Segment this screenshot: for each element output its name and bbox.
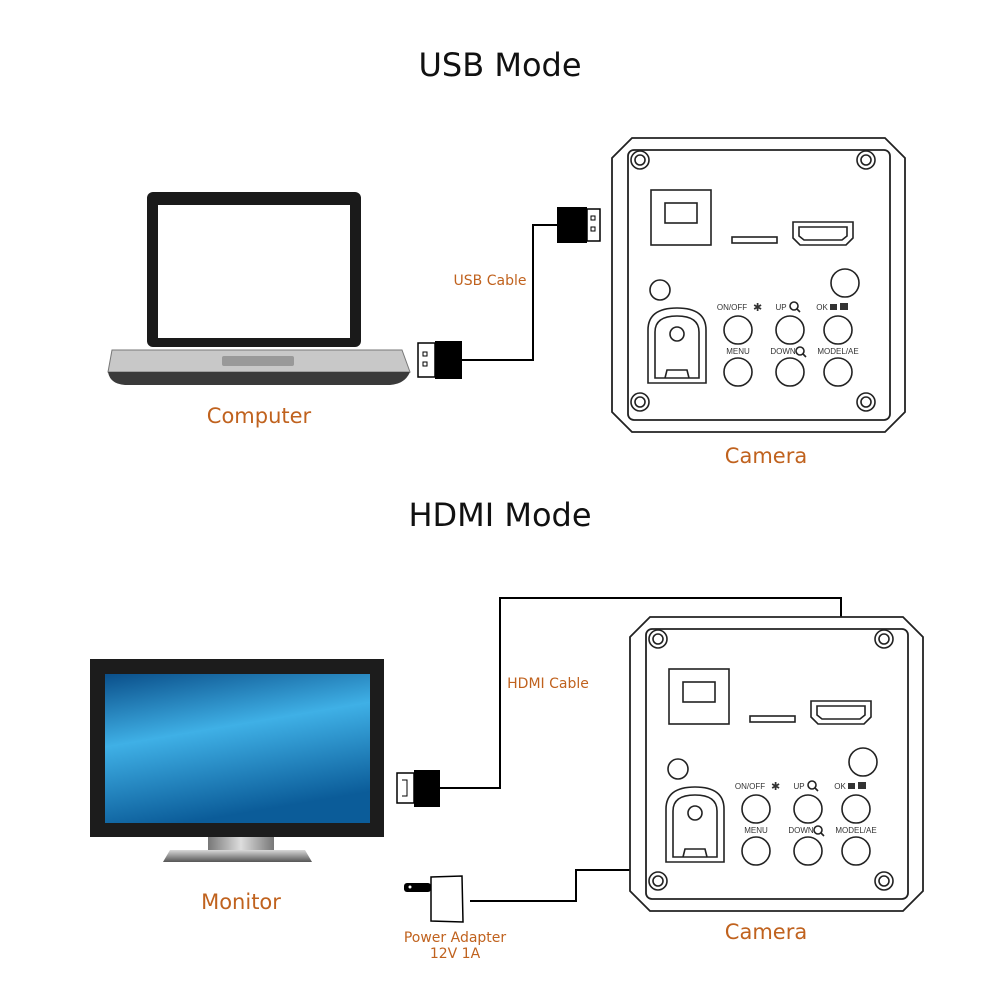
laptop-screen bbox=[158, 205, 350, 338]
screw-icon bbox=[648, 629, 668, 649]
brightness-icon: ✱ bbox=[771, 781, 780, 793]
power-adapter bbox=[404, 869, 630, 923]
power-adapter-spec: 12V 1A bbox=[430, 946, 481, 962]
photo-video-icon bbox=[848, 782, 866, 789]
menu-label: MENU bbox=[744, 826, 768, 835]
ok-button[interactable] bbox=[841, 794, 871, 824]
model-ae-button[interactable] bbox=[823, 357, 853, 387]
usb-plug-camera-end bbox=[557, 207, 587, 243]
usb-port bbox=[650, 189, 712, 246]
up-button[interactable] bbox=[775, 315, 805, 345]
model-ae-button[interactable] bbox=[841, 836, 871, 866]
zoom-in-icon bbox=[807, 780, 819, 792]
up-label: UP bbox=[775, 303, 786, 312]
hdmi-plug-monitor-end bbox=[396, 772, 415, 804]
hdmi-port bbox=[810, 700, 872, 725]
screw-icon bbox=[856, 392, 876, 412]
menu-button[interactable] bbox=[723, 357, 753, 387]
usb-cable bbox=[417, 207, 601, 379]
camera-rear-panel-hdmi: ON/OFF ✱ UP OK MENU DOWN MODEL/AE bbox=[629, 616, 924, 912]
photo-video-icon bbox=[830, 303, 848, 310]
hdmi-mode-title: HDMI Mode bbox=[408, 496, 591, 534]
down-button[interactable] bbox=[793, 836, 823, 866]
power-jack bbox=[647, 307, 707, 384]
screw-icon bbox=[874, 871, 894, 891]
camera-rear-panel-usb: ON/OFF ✱ UP OK MENU DOWN MODEL/AE bbox=[611, 137, 906, 433]
camera-body bbox=[645, 628, 909, 900]
brightness-icon: ✱ bbox=[753, 302, 762, 314]
usb-mode-title: USB Mode bbox=[418, 46, 581, 84]
indicator-led bbox=[667, 758, 689, 780]
monitor-label: Monitor bbox=[201, 890, 281, 914]
ok-label: OK bbox=[834, 782, 846, 791]
power-adapter-label: Power Adapter bbox=[404, 930, 507, 946]
usb-cable-label: USB Cable bbox=[454, 273, 527, 289]
on-off-button[interactable] bbox=[741, 794, 771, 824]
screw-icon bbox=[648, 871, 668, 891]
sensor-window bbox=[830, 268, 860, 298]
model-ae-label: MODEL/AE bbox=[817, 347, 858, 356]
monitor-screen bbox=[105, 674, 370, 823]
sd-card-slot bbox=[731, 236, 778, 244]
down-button[interactable] bbox=[775, 357, 805, 387]
usb-port bbox=[668, 668, 730, 725]
indicator-led bbox=[649, 279, 671, 301]
model-ae-label: MODEL/AE bbox=[835, 826, 876, 835]
zoom-out-icon bbox=[795, 346, 807, 358]
ok-label: OK bbox=[816, 303, 828, 312]
up-button[interactable] bbox=[793, 794, 823, 824]
menu-button[interactable] bbox=[741, 836, 771, 866]
usb-plug-computer-end bbox=[417, 342, 436, 378]
zoom-in-icon bbox=[789, 301, 801, 313]
on-off-button[interactable] bbox=[723, 315, 753, 345]
zoom-out-icon bbox=[813, 825, 825, 837]
hdmi-cable-label: HDMI Cable bbox=[507, 676, 589, 692]
down-label: DOWN bbox=[788, 826, 814, 835]
sd-card-slot bbox=[749, 715, 796, 723]
screw-icon bbox=[856, 150, 876, 170]
computer-label: Computer bbox=[207, 404, 312, 428]
screw-icon bbox=[630, 150, 650, 170]
ok-button[interactable] bbox=[823, 315, 853, 345]
down-label: DOWN bbox=[770, 347, 796, 356]
up-label: UP bbox=[793, 782, 804, 791]
camera-body bbox=[627, 149, 891, 421]
on-off-label: ON/OFF bbox=[717, 303, 747, 312]
camera-label-usb: Camera bbox=[725, 444, 807, 468]
screw-icon bbox=[874, 629, 894, 649]
menu-label: MENU bbox=[726, 347, 750, 356]
laptop-illustration bbox=[107, 192, 411, 385]
camera-label-hdmi: Camera bbox=[725, 920, 807, 944]
sensor-window bbox=[848, 747, 878, 777]
screw-icon bbox=[630, 392, 650, 412]
on-off-label: ON/OFF bbox=[735, 782, 765, 791]
hdmi-port bbox=[792, 221, 854, 246]
power-jack bbox=[665, 786, 725, 863]
monitor-illustration bbox=[90, 659, 384, 862]
